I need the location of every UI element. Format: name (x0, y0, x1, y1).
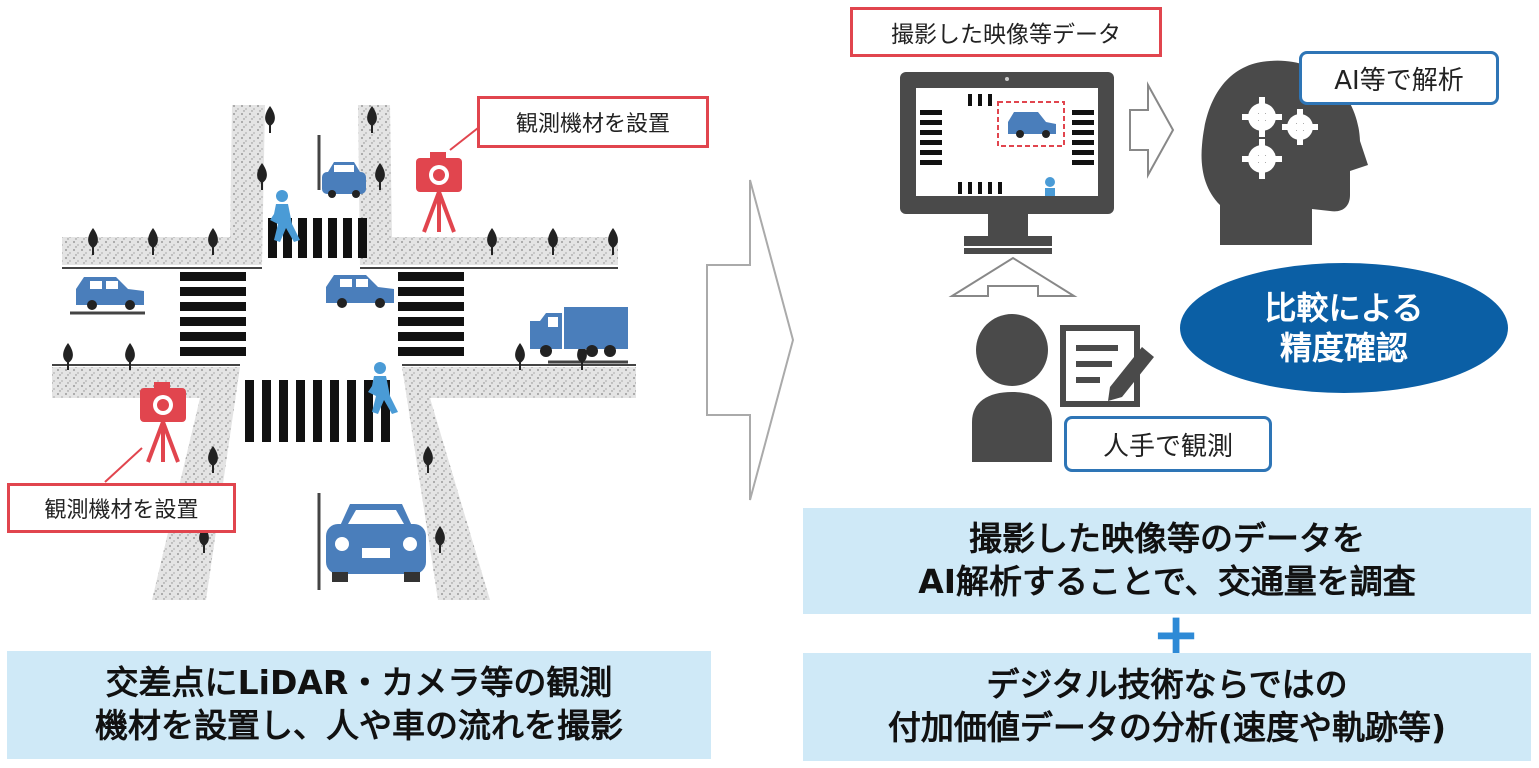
comparison-line1: 比較による (1264, 289, 1424, 327)
car-icon (326, 275, 394, 308)
right-top-summary-panel: 撮影した映像等のデータを AI解析することで、交通量を調査 (803, 508, 1531, 614)
pedestrian-icon (368, 362, 398, 414)
crosswalk-bottom (245, 380, 390, 442)
car-front-icon (326, 504, 426, 582)
truck-icon (530, 307, 628, 357)
right-bottom-summary-line1: デジタル技術ならではの (986, 665, 1348, 705)
left-summary-line1: 交差点にLiDAR・カメラ等の観測 (105, 663, 613, 703)
sidewalk-bottom-left (52, 367, 240, 600)
right-top-summary-line2: AI解析することで、交通量を調査 (918, 562, 1416, 601)
car-icon (76, 277, 144, 310)
person-icon (972, 314, 1052, 462)
arrow-up-icon (948, 256, 1078, 297)
equipment-label-top: 観測機材を設置 (477, 96, 709, 148)
comparison-line2: 精度確認 (1279, 329, 1408, 367)
crosswalk-left (180, 272, 246, 356)
captured-video-label: 撮影した映像等データ (850, 7, 1162, 57)
arrow-right-icon (706, 179, 795, 501)
crosswalk-right (398, 272, 464, 356)
crosswalk-top (268, 218, 367, 258)
arrow-right-small-icon (1129, 81, 1175, 179)
intersection-illustration (52, 105, 636, 600)
sidewalk-top-left (62, 105, 265, 265)
sidewalk-bottom-right (402, 367, 636, 600)
car-icon (322, 162, 366, 198)
comparison-accuracy-oval: 比較による 精度確認 (1180, 263, 1508, 393)
equipment-label-bottom: 観測機材を設置 (7, 483, 236, 533)
camera-tripod-icon (416, 152, 462, 233)
right-bottom-summary-line2: 付加価値データの分析(速度や軌跡等) (887, 708, 1447, 747)
right-bottom-summary-panel: デジタル技術ならではの 付加価値データの分析(速度や軌跡等) (803, 653, 1531, 761)
left-summary-panel: 交差点にLiDAR・カメラ等の観測 機材を設置し、人や車の流れを撮影 (7, 651, 711, 759)
camera-tripod-icon (140, 382, 186, 463)
clipboard-pen-icon (1060, 325, 1154, 407)
pedestrian-icon (270, 190, 300, 242)
manual-observation-label: 人手で観測 (1064, 416, 1272, 472)
ai-analysis-label: AI等で解析 (1299, 51, 1499, 105)
sidewalk-top-right (358, 105, 618, 265)
monitor-icon (900, 72, 1114, 254)
left-summary-line2: 機材を設置し、人や車の流れを撮影 (95, 706, 623, 745)
ai-head-gears-icon (1201, 60, 1368, 246)
right-top-summary-line1: 撮影した映像等のデータを (969, 519, 1365, 559)
